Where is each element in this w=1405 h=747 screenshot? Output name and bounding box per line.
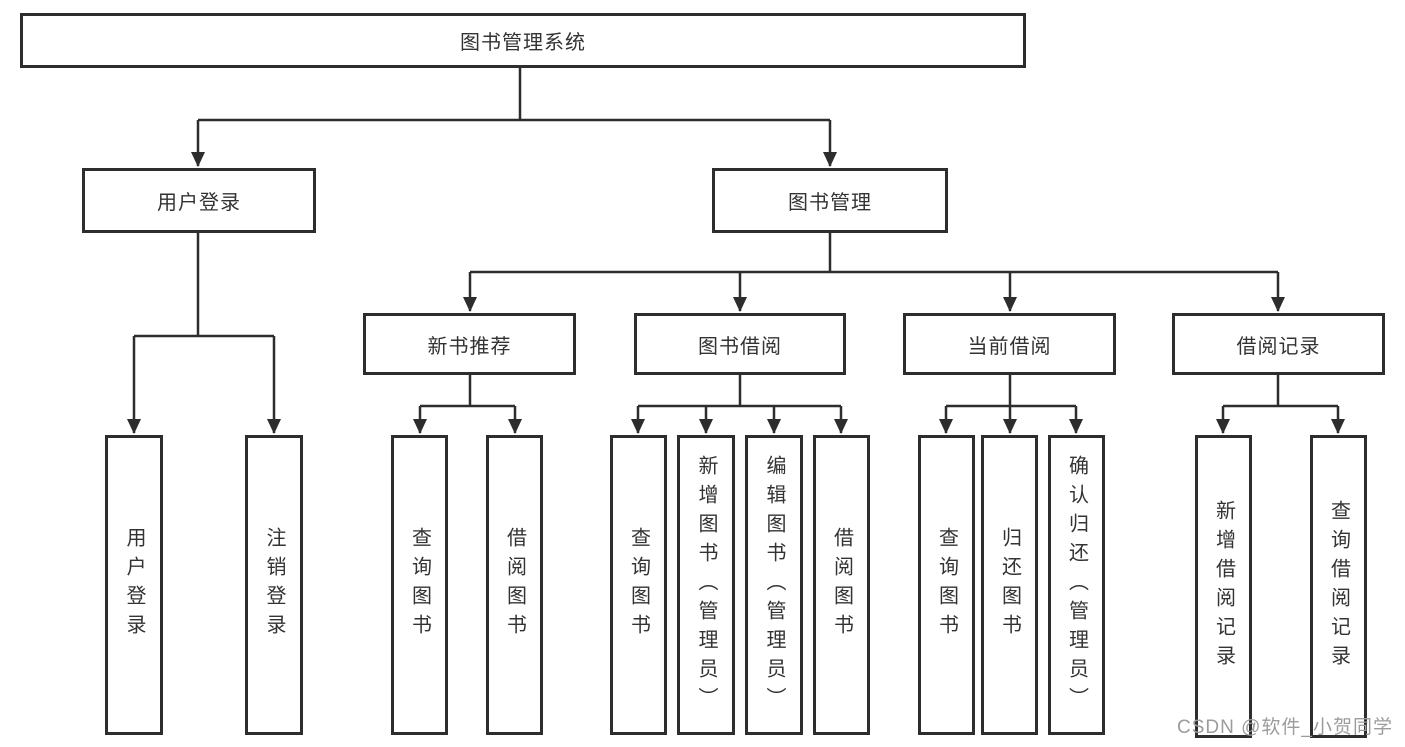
leaf-add-borrow-record-label: 新增借阅记录 [1212, 499, 1235, 674]
leaf-edit-books-admin: 编辑图书（管理员） [745, 435, 803, 735]
node-current-borrowing: 当前借阅 [903, 313, 1116, 375]
leaf-edit-books-admin-label: 编辑图书（管理员） [763, 454, 785, 716]
leaf-return-books: 归还图书 [981, 435, 1038, 735]
leaf-borrowing-borrow-books-label: 借阅图书 [830, 527, 853, 643]
leaf-recommend-borrow-books-label: 借阅图书 [503, 527, 526, 643]
leaf-logout: 注销登录 [245, 435, 303, 735]
node-book-management-label: 图书管理 [788, 192, 872, 214]
node-book-borrowing: 图书借阅 [634, 313, 846, 375]
leaf-query-borrow-record-label: 查询借阅记录 [1327, 499, 1350, 674]
leaf-borrowing-query-books-label: 查询图书 [627, 527, 650, 643]
node-borrowing-records: 借阅记录 [1172, 313, 1385, 375]
node-root-label: 图书管理系统 [460, 32, 586, 54]
leaf-recommend-query-books: 查询图书 [391, 435, 448, 735]
leaf-add-books-admin: 新增图书（管理员） [677, 435, 735, 735]
leaf-recommend-borrow-books: 借阅图书 [486, 435, 543, 735]
watermark: CSDN @软件_小贺同学 [1177, 717, 1393, 738]
node-borrowing-records-label: 借阅记录 [1236, 335, 1321, 358]
leaf-return-books-label: 归还图书 [998, 527, 1021, 643]
leaf-add-borrow-record: 新增借阅记录 [1195, 435, 1252, 738]
leaf-user-login-label: 用户登录 [123, 527, 145, 643]
leaf-borrowing-query-books: 查询图书 [610, 435, 667, 735]
node-current-borrowing-label: 当前借阅 [967, 335, 1052, 358]
leaf-borrowing-borrow-books: 借阅图书 [813, 435, 870, 735]
node-root: 图书管理系统 [20, 13, 1026, 68]
leaf-recommend-query-books-label: 查询图书 [408, 527, 431, 643]
node-book-management: 图书管理 [712, 168, 948, 233]
leaf-current-query-books: 查询图书 [918, 435, 975, 735]
node-user-login: 用户登录 [82, 168, 316, 233]
node-user-login-label: 用户登录 [157, 192, 241, 214]
leaf-confirm-return-admin-label: 确认归还（管理员） [1065, 454, 1088, 716]
connector-rails [134, 68, 1338, 408]
leaf-current-query-books-label: 查询图书 [935, 527, 958, 643]
leaf-confirm-return-admin: 确认归还（管理员） [1048, 435, 1105, 735]
leaf-query-borrow-record: 查询借阅记录 [1310, 435, 1367, 738]
leaf-add-books-admin-label: 新增图书（管理员） [695, 454, 717, 716]
leaf-logout-label: 注销登录 [263, 527, 285, 643]
node-new-book-recommend: 新书推荐 [363, 313, 576, 375]
leaf-user-login: 用户登录 [105, 435, 163, 735]
node-new-book-recommend-label: 新书推荐 [427, 335, 512, 358]
node-book-borrowing-label: 图书借阅 [698, 335, 782, 358]
